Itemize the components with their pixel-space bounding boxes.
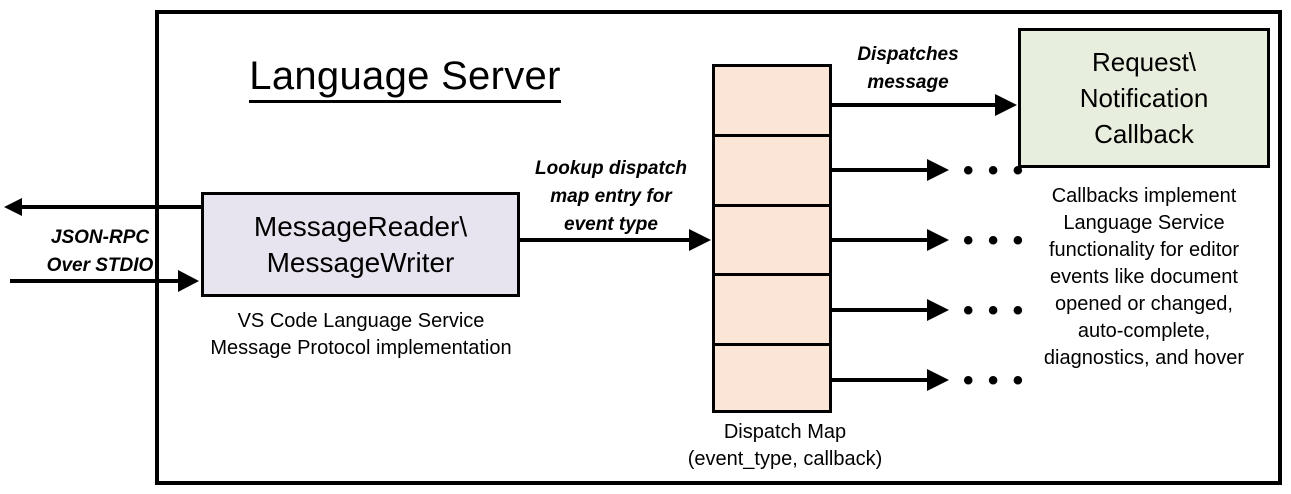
- arrow-jsonrpc-out: [4, 198, 201, 216]
- dispatches-message-label: Dispatches message: [833, 41, 983, 97]
- callback-description: Callbacks implement Language Service fun…: [1010, 183, 1278, 372]
- ellipsis-row-5: • • •: [963, 364, 1027, 397]
- dispatch-map-table[interactable]: [712, 64, 832, 413]
- lookup-dispatch-label: Lookup dispatch map entry for event type: [516, 155, 706, 239]
- lookup-label-line3: event type: [564, 214, 658, 235]
- callback-desc-line2: Language Service: [1063, 212, 1225, 234]
- message-writer-label: MessageWriter: [266, 246, 455, 278]
- callback-desc-line6: auto-complete,: [1077, 320, 1211, 342]
- arrow-lookup-dispatch: [520, 229, 711, 251]
- message-reader-caption-line2: Message Protocol implementation: [210, 337, 512, 359]
- arrow-jsonrpc-in: [10, 270, 199, 292]
- message-reader-writer-box[interactable]: MessageReader\ MessageWriter: [201, 192, 520, 297]
- dispatch-map-row[interactable]: [715, 137, 829, 207]
- request-notification-callback-box[interactable]: Request\ Notification Callback: [1018, 28, 1270, 168]
- dispatch-map-row[interactable]: [715, 207, 829, 277]
- dispatch-map-caption-line2: (event_type, callback): [687, 448, 883, 470]
- callback-desc-line7: diagnostics, and hover: [1043, 347, 1245, 369]
- callback-line1: Request\: [1091, 47, 1197, 77]
- dispatches-message-line1: Dispatches: [857, 44, 959, 65]
- dispatch-map-row[interactable]: [715, 276, 829, 347]
- page-title-text: Language Server: [249, 54, 561, 103]
- callback-desc-line5: opened or changed,: [1055, 293, 1233, 315]
- callback-desc-line3: functionality for editor: [1048, 239, 1240, 261]
- lookup-label-line2: map entry for: [550, 186, 672, 207]
- callback-line2: Notification: [1079, 83, 1209, 113]
- dispatch-map-row[interactable]: [715, 67, 829, 137]
- page-title: Language Server: [235, 52, 575, 103]
- dispatches-message-line2: message: [867, 72, 949, 93]
- lookup-label-line1: Lookup dispatch: [535, 158, 687, 179]
- transport-label-line1: JSON-RPC: [50, 227, 150, 248]
- callback-line3: Callback: [1094, 119, 1194, 149]
- message-reader-label: MessageReader\: [253, 210, 468, 242]
- callback-desc-line4: events like document: [1050, 266, 1238, 288]
- message-reader-caption: VS Code Language Service Message Protoco…: [186, 308, 536, 362]
- transport-label-line2: Over STDIO: [46, 255, 154, 276]
- ellipsis-row-2: • • •: [963, 154, 1027, 187]
- dispatch-map-row[interactable]: [715, 346, 829, 416]
- dispatch-map-caption: Dispatch Map (event_type, callback): [640, 419, 930, 473]
- language-server-frame: [155, 10, 1282, 485]
- callback-desc-line1: Callbacks implement: [1051, 185, 1237, 207]
- message-reader-caption-line1: VS Code Language Service: [237, 310, 485, 332]
- transport-label: JSON-RPC Over STDIO: [20, 224, 180, 280]
- dispatch-map-caption-line1: Dispatch Map: [723, 421, 847, 443]
